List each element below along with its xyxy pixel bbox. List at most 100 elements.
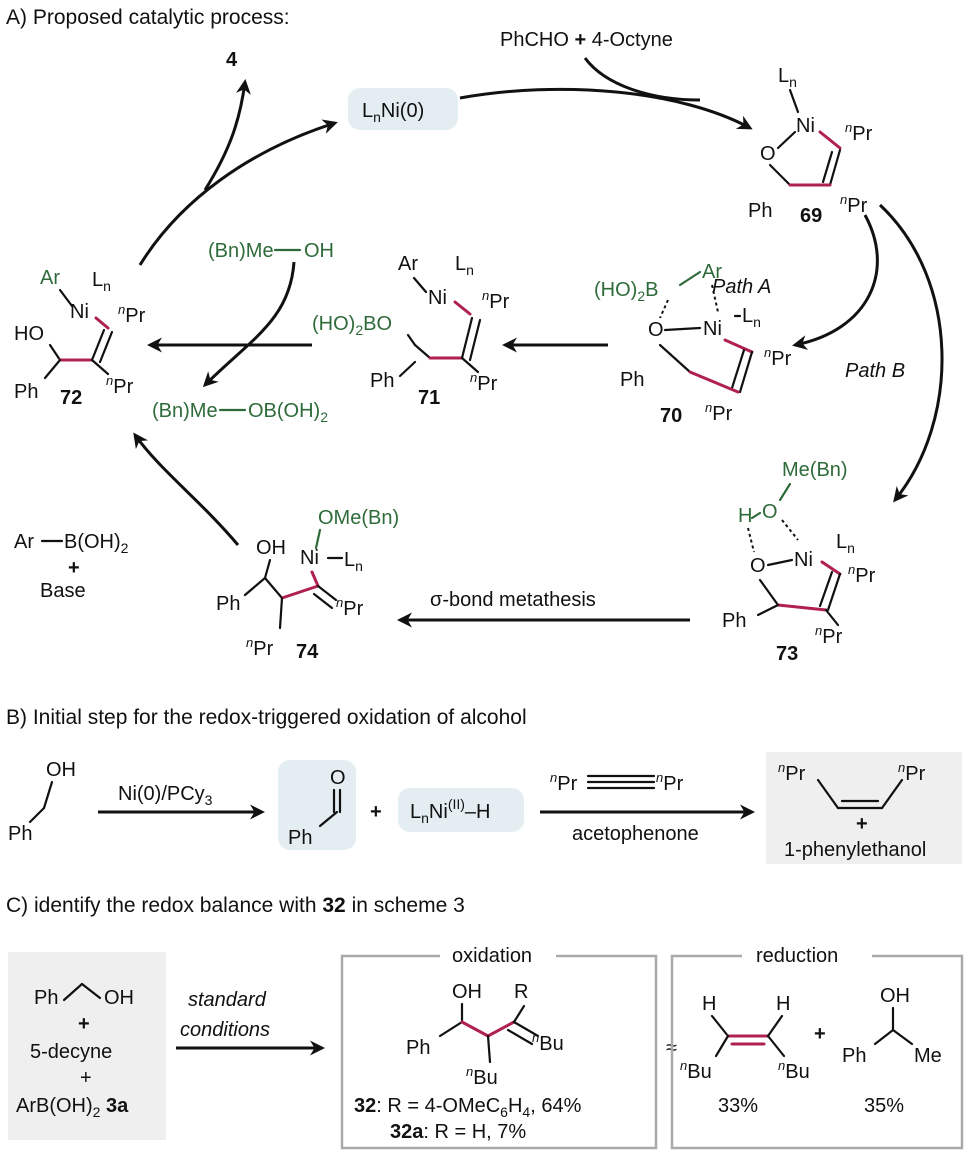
borate-product: (Bn)Me (152, 400, 218, 422)
compound-73: Me(Bn) H O O Ni Ln nPr nPr Ph 73 (722, 459, 876, 665)
compound-70: (HO)2B Ar O Ni Ln nPr nPr Ph 70 (594, 261, 792, 427)
alcohol-oh: OH (304, 240, 334, 262)
svg-text:Ph: Ph (34, 987, 58, 1009)
svg-text:+: + (80, 1067, 92, 1089)
svg-text:Ar: Ar (398, 253, 418, 275)
benzaldehyde: O Ph (288, 767, 346, 849)
svg-text:Ln: Ln (836, 531, 855, 556)
svg-text:Ph: Ph (370, 370, 394, 392)
svg-text:Ni: Ni (300, 547, 319, 569)
compound-74: OMe(Bn) Ni Ln OH Ph nPr nPr 74 (216, 507, 399, 663)
yield-phenylethanol: 35% (864, 1095, 904, 1117)
path-a-label: Path A (712, 276, 771, 298)
svg-text:OH: OH (104, 987, 134, 1009)
section-a-title: A) Proposed catalytic process: (6, 6, 290, 29)
compound-69: Ln Ni O nPr nPr Ph 69 (748, 65, 873, 227)
svg-text:Ph: Ph (8, 823, 32, 845)
svg-text:OMe(Bn): OMe(Bn) (318, 507, 399, 529)
svg-text:Ph: Ph (406, 1037, 430, 1059)
plus-c: + (814, 1023, 826, 1045)
phenylethanol-label: 1-phenylethanol (784, 839, 926, 861)
catalyst-label: LnNi(0) (362, 100, 424, 125)
svg-text:Ln: Ln (742, 305, 761, 330)
arrow-path-b (878, 203, 944, 503)
svg-text:R: R (514, 981, 528, 1003)
svg-text:Ln: Ln (778, 65, 797, 90)
boronic-acid-ar: Ar (14, 531, 34, 553)
cond-standard: standard (188, 989, 267, 1011)
svg-text:nPr: nPr (815, 623, 843, 648)
svg-text:H: H (738, 505, 752, 527)
svg-text:5-decyne: 5-decyne (30, 1041, 112, 1063)
svg-text:nBu: nBu (532, 1030, 564, 1055)
hydride-box (398, 788, 524, 832)
svg-text:ArB(OH)2 3a: ArB(OH)2 3a (16, 1095, 129, 1120)
svg-text:Ar: Ar (702, 261, 722, 283)
svg-text:nPr: nPr (778, 760, 806, 785)
ni-pcy3-label: Ni(0)/PCy3 (118, 783, 213, 808)
product-4: 4 (226, 49, 238, 71)
svg-text:Ln: Ln (92, 269, 111, 294)
benzyl-alcohol: OH Ph (8, 759, 76, 845)
svg-text:H: H (776, 993, 790, 1015)
compound-72: Ar Ln Ni nPr HO nPr Ph 72 (14, 267, 146, 409)
svg-text:Ni: Ni (428, 287, 447, 309)
svg-text:Ln: Ln (344, 549, 363, 574)
svg-text:nPr: nPr (840, 192, 868, 217)
svg-text:H: H (702, 993, 716, 1015)
svg-text:Ph: Ph (722, 610, 746, 632)
svg-text:OH: OH (256, 537, 286, 559)
svg-text:74: 74 (296, 641, 319, 663)
svg-text:nPr: nPr (246, 635, 274, 660)
svg-text:Ar: Ar (40, 267, 60, 289)
path-b-label: Path B (845, 360, 905, 382)
svg-text:32a: R = H, 7%: 32a: R = H, 7% (390, 1121, 526, 1143)
borate-ob: OB(OH)2 (248, 400, 328, 425)
svg-text:nPr: nPr (106, 373, 134, 398)
section-b-title: B) Initial step for the redox-triggered … (6, 706, 527, 729)
svg-text:70: 70 (660, 405, 682, 427)
arrow-path-a (792, 214, 879, 350)
acetophenone-label: acetophenone (572, 823, 699, 845)
svg-text:nPr: nPr (898, 760, 926, 785)
plus-base: + (68, 557, 80, 579)
cis-decene: H H nBu nBu (680, 993, 810, 1083)
svg-text:nPr: nPr (848, 562, 876, 587)
svg-text:Ph: Ph (288, 827, 312, 849)
arrow-to-product-4 (203, 79, 251, 191)
svg-text:Ph: Ph (748, 200, 772, 222)
arrow-72-to-cat (138, 119, 338, 266)
sigma-metathesis-label: σ-bond metathesis (430, 589, 596, 611)
svg-text:nBu: nBu (680, 1058, 712, 1083)
svg-text:OH: OH (880, 985, 910, 1007)
svg-text:Ni: Ni (703, 318, 722, 340)
svg-text:O: O (762, 501, 778, 523)
svg-text:Ni: Ni (796, 115, 815, 137)
arrow-cat-to-69 (459, 87, 753, 130)
svg-text:nBu: nBu (778, 1058, 810, 1083)
svg-text:nPr: nPr (336, 595, 364, 620)
starting-materials: Ph OH + 5-decyne + ArB(OH)2 3a (16, 982, 134, 1120)
octyne-label: nPr nPr (550, 770, 684, 795)
svg-text:OH: OH (46, 759, 76, 781)
svg-text:Ni: Ni (794, 549, 813, 571)
plus-b: + (370, 801, 382, 823)
reduction-title-bg (742, 944, 872, 968)
catalyst-box (348, 88, 458, 130)
svg-text:32: R = 4-OMeC6H4, 64%: 32: R = 4-OMeC6H4, 64% (354, 1095, 582, 1120)
cis-octene: nPr nPr (778, 760, 926, 810)
svg-text:(HO)2B: (HO)2B (594, 279, 658, 304)
oxidation-title: oxidation (452, 945, 532, 967)
phenylethanol-structure: OH Ph Me (842, 985, 942, 1067)
svg-text:Ph: Ph (14, 381, 38, 403)
reduction-title: reduction (756, 945, 838, 967)
svg-text:O: O (648, 319, 664, 341)
svg-text:Ni: Ni (70, 301, 89, 323)
svg-text:O: O (760, 143, 776, 165)
cond-conditions: conditions (180, 1019, 270, 1041)
svg-text:71: 71 (418, 387, 440, 409)
base-label: Base (40, 580, 86, 602)
oxidation-box (340, 954, 658, 1150)
svg-text:+: + (78, 1013, 90, 1035)
